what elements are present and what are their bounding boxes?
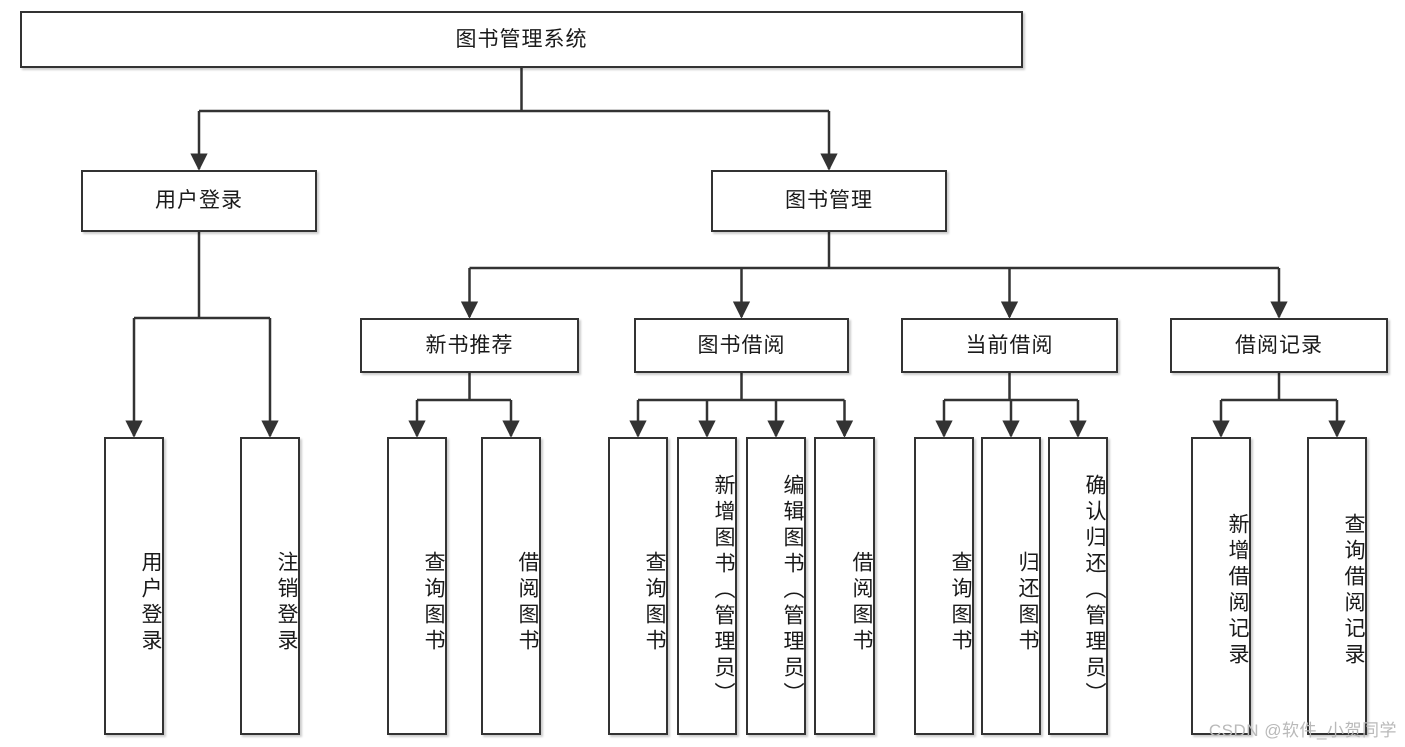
leaf-borrow-book-1-label: 借阅图书 bbox=[516, 551, 539, 655]
node-book-manage-label: 图书管理 bbox=[785, 189, 873, 213]
watermark: CSDN @软件_小贺同学 bbox=[1208, 721, 1397, 740]
leaf-add-borrow-record-label: 新增借阅记录 bbox=[1226, 513, 1249, 669]
leaf-query-book-3-label: 查询图书 bbox=[949, 551, 972, 655]
leaf-add-book[interactable]: 新增图书（管理员） bbox=[677, 437, 737, 735]
node-book-borrow[interactable]: 图书借阅 bbox=[634, 318, 849, 373]
node-user-login[interactable]: 用户登录 bbox=[81, 170, 317, 232]
leaf-query-book-1[interactable]: 查询图书 bbox=[387, 437, 447, 735]
node-user-login-label: 用户登录 bbox=[155, 189, 243, 213]
leaf-edit-book[interactable]: 编辑图书（管理员） bbox=[746, 437, 806, 735]
node-root[interactable]: 图书管理系统 bbox=[20, 11, 1023, 68]
leaf-return-book-label: 归还图书 bbox=[1016, 551, 1039, 655]
node-new-book-recommend-label: 新书推荐 bbox=[425, 333, 514, 357]
leaf-borrow-book-2-label: 借阅图书 bbox=[850, 551, 873, 655]
node-current-borrow-label: 当前借阅 bbox=[965, 333, 1054, 357]
leaf-add-borrow-record[interactable]: 新增借阅记录 bbox=[1191, 437, 1251, 735]
node-root-label: 图书管理系统 bbox=[455, 27, 588, 51]
node-borrow-record[interactable]: 借阅记录 bbox=[1170, 318, 1388, 373]
node-borrow-record-label: 借阅记录 bbox=[1235, 333, 1323, 357]
leaf-borrow-book-1[interactable]: 借阅图书 bbox=[481, 437, 541, 735]
leaf-user-login[interactable]: 用户登录 bbox=[104, 437, 164, 735]
leaf-query-borrow-record[interactable]: 查询借阅记录 bbox=[1307, 437, 1367, 735]
leaf-logout[interactable]: 注销登录 bbox=[240, 437, 300, 735]
leaf-query-book-2-label: 查询图书 bbox=[643, 551, 666, 655]
leaf-user-login-label: 用户登录 bbox=[139, 551, 162, 655]
leaf-add-book-label: 新增图书（管理员） bbox=[712, 474, 735, 708]
node-new-book-recommend[interactable]: 新书推荐 bbox=[360, 318, 579, 373]
leaf-edit-book-label: 编辑图书（管理员） bbox=[781, 474, 804, 708]
node-current-borrow[interactable]: 当前借阅 bbox=[901, 318, 1118, 373]
leaf-borrow-book-2[interactable]: 借阅图书 bbox=[814, 437, 875, 735]
leaf-query-book-1-label: 查询图书 bbox=[422, 551, 445, 655]
leaf-return-book[interactable]: 归还图书 bbox=[981, 437, 1041, 735]
leaf-query-book-3[interactable]: 查询图书 bbox=[914, 437, 974, 735]
leaf-confirm-return[interactable]: 确认归还（管理员） bbox=[1048, 437, 1108, 735]
leaf-confirm-return-label: 确认归还（管理员） bbox=[1083, 474, 1106, 708]
leaf-query-borrow-record-label: 查询借阅记录 bbox=[1342, 513, 1365, 669]
node-book-borrow-label: 图书借阅 bbox=[697, 333, 786, 357]
leaf-logout-label: 注销登录 bbox=[275, 551, 298, 655]
node-book-manage[interactable]: 图书管理 bbox=[711, 170, 947, 232]
leaf-query-book-2[interactable]: 查询图书 bbox=[608, 437, 668, 735]
